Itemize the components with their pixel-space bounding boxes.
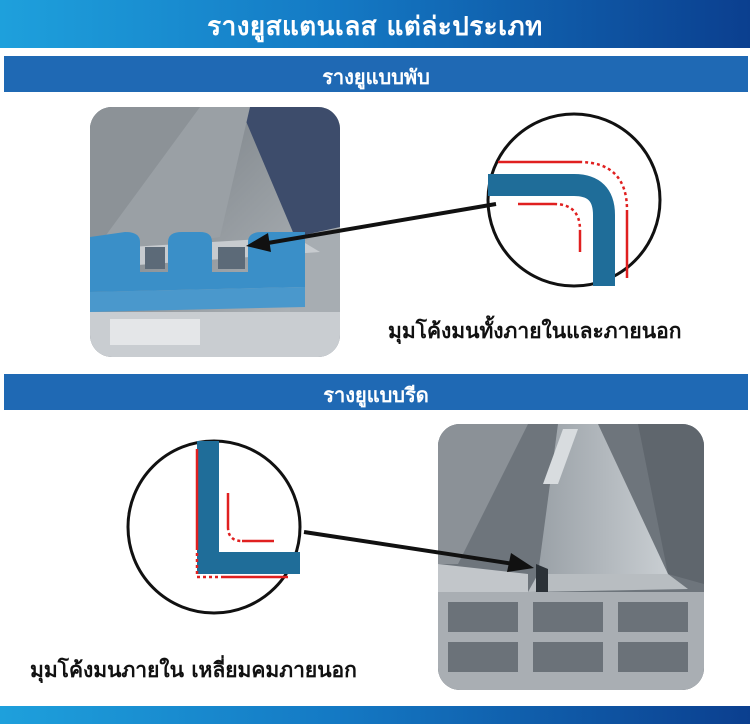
folded-channel-photo [90, 107, 340, 357]
pointer-arrow-icon [240, 190, 500, 260]
caption-folded: มุมโค้งมนทั้งภายในและภายนอก [388, 319, 682, 343]
rounded-corner-detail-icon [484, 110, 664, 290]
section-title-rolled: รางยูแบบรีด [323, 383, 429, 407]
section-title-folded: รางยูแบบพับ [322, 65, 430, 89]
rolled-channel-photo [438, 424, 704, 690]
page-title: รางยูสแตนเลส แต่ล่ะประเภท [207, 12, 543, 42]
section-bar-rolled: รางยูแบบรีด [4, 374, 748, 410]
pointer-arrow-icon [300, 524, 540, 580]
caption-rolled: มุมโค้งมนภายใน เหลี่ยมคมภายนอก [30, 658, 357, 682]
header-banner: รางยูสแตนเลส แต่ล่ะประเภท [0, 0, 750, 48]
footer-banner [0, 706, 750, 724]
section-bar-folded: รางยูแบบพับ [4, 56, 748, 92]
sharp-corner-detail-icon [124, 437, 304, 617]
